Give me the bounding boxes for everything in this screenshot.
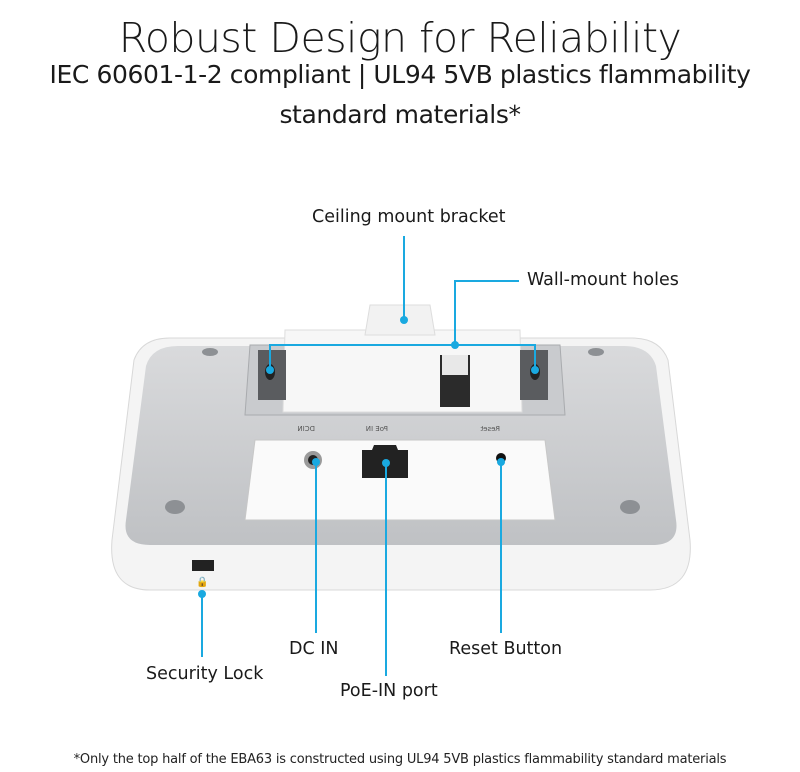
security-lock-slot	[192, 560, 214, 571]
lock-icon: 🔒	[196, 576, 208, 588]
ceiling-mount-bracket	[282, 329, 523, 413]
callout-dots	[198, 316, 539, 598]
subtitle-line-1: IEC 60601-1-2 compliant | UL94 5VB plast…	[49, 60, 751, 89]
device-label-reset: Reset	[480, 425, 500, 433]
callout-ceiling-mount: Ceiling mount bracket	[312, 207, 506, 227]
device-label-dcin: DCIN	[297, 425, 315, 433]
callout-lines	[201, 236, 536, 676]
callout-wall-mount: Wall-mount holes	[527, 270, 679, 290]
subtitle-line-2: standard materials*	[279, 100, 521, 129]
callout-poe-in: PoE-IN port	[340, 681, 438, 701]
callout-reset: Reset Button	[449, 639, 563, 659]
callout-security-lock: Security Lock	[146, 664, 264, 684]
footnote: *Only the top half of the EBA63 is const…	[73, 752, 727, 767]
page-title: Robust Design for Reliability	[118, 14, 682, 62]
device-label-poe: PoE IN	[366, 425, 388, 433]
port-recess	[244, 439, 556, 521]
callout-dc-in: DC IN	[289, 639, 339, 659]
